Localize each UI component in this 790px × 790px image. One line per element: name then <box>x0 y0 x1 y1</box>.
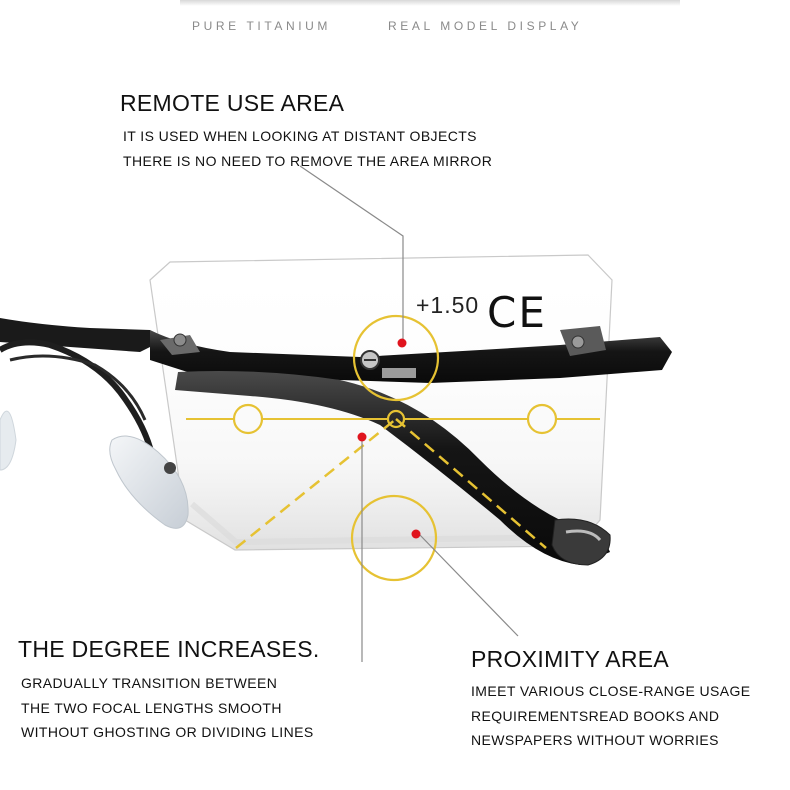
proximity-title: PROXIMITY AREA <box>471 646 670 672</box>
tag-pure-titanium: PURE TITANIUM <box>192 19 332 33</box>
temple-arm <box>175 371 611 566</box>
red-markers <box>357 338 421 539</box>
lens-power-label: +1.50 <box>416 292 480 318</box>
frame-top-bar <box>150 326 672 383</box>
degree-description: GRADUALLY TRANSITION BETWEEN THE TWO FOC… <box>21 671 314 745</box>
leader-lines <box>299 165 519 662</box>
proximity-line-3: NEWSPAPERS WITHOUT WORRIES <box>471 732 719 748</box>
tag-real-model: REAL MODEL DISPLAY <box>388 19 583 33</box>
degree-line-1: GRADUALLY TRANSITION BETWEEN <box>21 675 278 691</box>
degree-line-2: THE TWO FOCAL LENGTHS SMOOTH <box>21 699 282 716</box>
nose-pad <box>109 435 189 529</box>
left-frame-part <box>0 318 160 471</box>
remote-title: REMOTE USE AREA <box>120 90 345 116</box>
proximity-line-2: REQUIREMENTSREAD BOOKS AND <box>471 707 720 724</box>
guide-overlay <box>186 314 600 582</box>
degree-title: THE DEGREE INCREASES. <box>18 636 320 662</box>
near-marker <box>411 529 421 539</box>
remote-zone-circle <box>352 314 440 402</box>
remote-line-1: IT IS USED WHEN LOOKING AT DISTANT OBJEC… <box>123 128 477 144</box>
remote-description: IT IS USED WHEN LOOKING AT DISTANT OBJEC… <box>123 124 492 173</box>
top-divider <box>180 0 680 6</box>
transition-marker <box>357 432 367 442</box>
ce-mark: CE <box>487 288 547 337</box>
remote-marker <box>397 338 407 348</box>
remote-line-2: THERE IS NO NEED TO REMOVE THE AREA MIRR… <box>123 152 493 169</box>
degree-line-3: WITHOUT GHOSTING OR DIVIDING LINES <box>21 724 314 740</box>
proximity-line-1: IMEET VARIOUS CLOSE-RANGE USAGE <box>471 683 751 699</box>
proximity-description: IMEET VARIOUS CLOSE-RANGE USAGE REQUIREM… <box>471 679 751 753</box>
near-zone-circle <box>350 494 438 582</box>
